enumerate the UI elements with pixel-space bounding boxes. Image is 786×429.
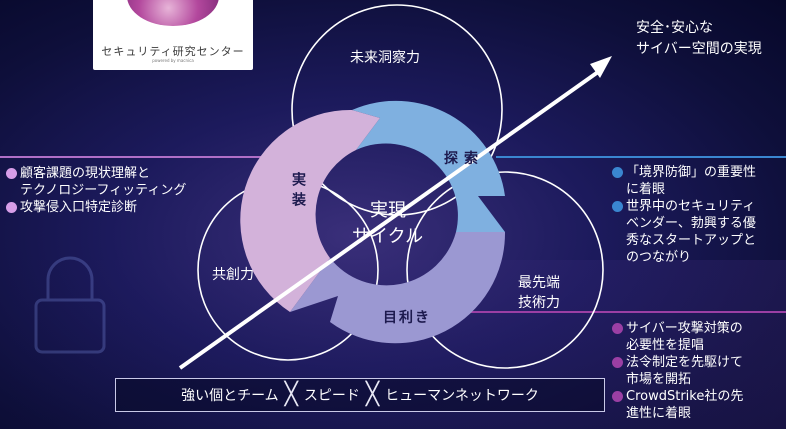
goal-text: 安全･安心な サイバー空間の実現 (636, 18, 762, 60)
right-bottom-feature-list: サイバー攻撃対策の 必要性を提唱 法令制定を先駆けて 市場を開拓 CrowdSt… (612, 320, 743, 422)
bullet-icon (612, 357, 623, 368)
cycle-center-line2: サイクル (352, 226, 424, 247)
cycle-center-line1: 実現 (370, 200, 406, 221)
list-item: CrowdStrike社の先 進性に着眼 (612, 388, 743, 422)
logo-orb (127, 0, 219, 26)
cross-icon: ╳ (284, 382, 298, 407)
implement-segment (240, 109, 380, 312)
judge-label: 目利き (383, 310, 431, 326)
lock-icon (34, 256, 106, 354)
list-item: テクノロジーフィッティング (20, 183, 187, 198)
future-insight-label: 未来洞察力 (350, 50, 420, 66)
list-item: サイバー攻撃対策の 必要性を提唱 (612, 320, 743, 354)
slogan-part1: 強い個とチーム (181, 388, 279, 404)
bullet-icon (612, 323, 623, 334)
bullet-icon (612, 391, 623, 402)
explore-label: 探索 (444, 151, 484, 167)
logo-title: セキュリティ研究センター (101, 45, 245, 58)
bullet-icon (6, 168, 17, 179)
tech-label-line2: 技術力 (518, 295, 560, 311)
right-top-feature-list: 「境界防御」の重要性 に着眼 世界中のセキュリティ ベンダー、勃興する優 秀なス… (612, 164, 756, 266)
slogan-part2: スピード (303, 388, 360, 404)
bullet-icon (612, 201, 623, 212)
goal-arrow-head (590, 56, 612, 78)
bullet-icon (612, 167, 623, 178)
goal-line2: サイバー空間の実現 (636, 41, 762, 57)
slogan-box: 強い個とチーム ╳ スピード ╳ ヒューマンネットワーク (115, 378, 605, 412)
list-item: 世界中のセキュリティ ベンダー、勃興する優 秀なスタートアップと のつながり (612, 198, 756, 266)
list-item: 攻撃侵入口特定診断 (6, 199, 186, 216)
tech-label-line1: 最先端 (518, 275, 560, 291)
slogan-part3: ヒューマンネットワーク (385, 388, 539, 404)
goal-arrow-line (178, 70, 600, 370)
list-item: 「境界防御」の重要性 に着眼 (612, 164, 756, 198)
logo-subtitle: powered by macnica (152, 58, 194, 63)
bullet-icon (6, 202, 17, 213)
implement-label: 実装 (290, 172, 306, 212)
cocreation-label: 共創力 (212, 267, 254, 283)
cross-icon: ╳ (365, 382, 380, 407)
left-feature-list: 顧客課題の現状理解と テクノロジーフィッティング 攻撃侵入口特定診断 (6, 165, 186, 216)
judge-segment (290, 232, 506, 344)
list-item: 法令制定を先駆けて 市場を開拓 (612, 354, 743, 388)
tech-circle (406, 171, 604, 369)
goal-line1: 安全･安心な (636, 20, 713, 36)
logo-card: セキュリティ研究センター powered by macnica (93, 0, 253, 70)
explore-segment (352, 100, 505, 232)
list-item: 顧客課題の現状理解と (6, 165, 186, 182)
